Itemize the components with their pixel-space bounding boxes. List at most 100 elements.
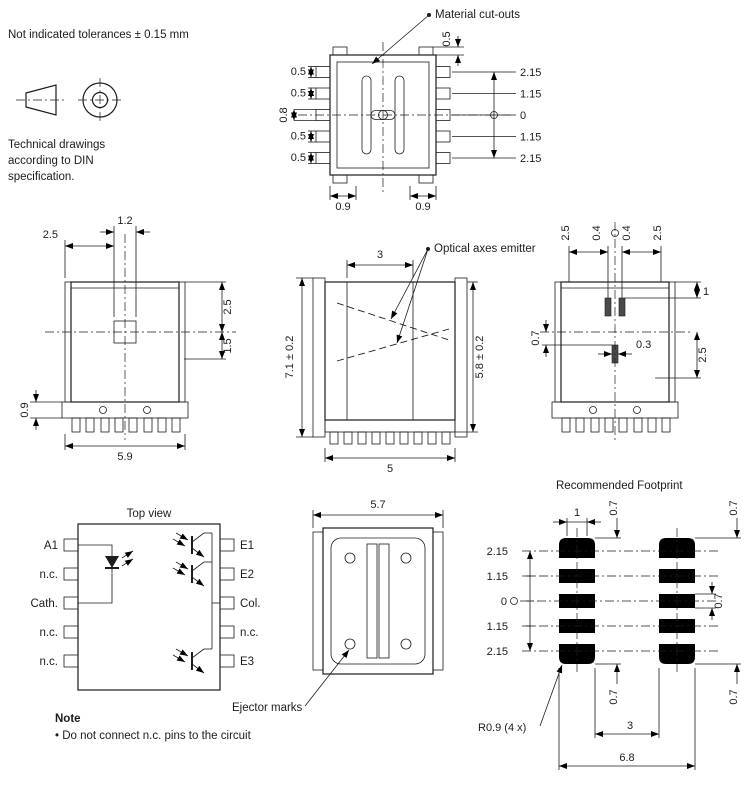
lead-comb <box>329 431 451 445</box>
footer-note: Note • Do not connect n.c. pins to the c… <box>55 713 252 742</box>
led-symbol <box>78 544 134 604</box>
dim-label: 5.8 ± 0.2 <box>474 336 486 379</box>
dim-label: 0.4 <box>591 225 603 240</box>
footprint-view: Recommended Footprint <box>478 480 741 770</box>
dim-label: 0.5 <box>441 31 453 46</box>
dim-label: 7.1 ± 0.2 <box>284 336 296 379</box>
dim-label: 1.15 <box>487 621 508 633</box>
dim-label: 0.5 <box>291 131 306 143</box>
pin-label: Cath. <box>31 598 59 610</box>
optical-axis-line <box>336 328 450 362</box>
dim-label: 2.15 <box>520 67 541 79</box>
datum-circle <box>510 597 518 605</box>
dim-label: 2.15 <box>520 153 541 165</box>
ejector-mark <box>344 552 356 564</box>
lead-comb <box>71 417 181 433</box>
dim-label: 0.7 <box>608 689 620 704</box>
lead-comb <box>561 417 671 433</box>
dim-label: 0.7 <box>728 689 740 704</box>
dim-label: 0.5 <box>291 88 306 100</box>
ejector-mark <box>400 552 412 564</box>
side-view-left: 2.5 1.2 2.5 1.5 0.9 5.9 <box>19 215 236 463</box>
bottom-view: 5.7 Ejector marks <box>232 499 444 714</box>
pin-label: E3 <box>240 656 254 668</box>
datum-circle <box>490 111 498 119</box>
ejector-mark <box>344 638 356 650</box>
dim-label: 0.8 <box>278 107 290 122</box>
emitter-chip <box>604 297 612 317</box>
material-cutouts-label: Material cut-outs <box>435 9 520 21</box>
radius-label: R0.9 (4 x) <box>478 722 526 734</box>
pin-label: n.c. <box>39 656 58 668</box>
dim-label: 0.9 <box>415 201 430 213</box>
dim-label: 2.5 <box>222 299 234 314</box>
emitter-chip <box>618 297 626 317</box>
dim-label: 0 <box>501 596 507 608</box>
dim-label: 0.7 <box>530 330 542 345</box>
pinout-diagram: Top view A1 n.c. Cath. n.c. n.c. E1 E2 C… <box>31 508 260 691</box>
top-view-title: Top view <box>127 508 172 520</box>
dim-label: 5.9 <box>117 451 132 463</box>
dim-label: 0.4 <box>621 225 633 240</box>
dimension-5-7: 5.7 <box>312 499 444 528</box>
header-notes: Not indicated tolerances ± 0.15 mm Techn… <box>8 29 189 183</box>
ejector-marks-leader: Ejector marks <box>232 649 350 714</box>
phototransistor-symbol <box>172 532 212 558</box>
phototransistor-symbol <box>172 648 212 674</box>
pin-labels-right: E1 E2 Col. n.c. E3 <box>240 540 260 668</box>
front-view: Optical axes emitter 3 7.1 ± 0.2 5.8 ± 0… <box>284 243 536 475</box>
ejector-mark <box>400 638 412 650</box>
dim-label: 0.5 <box>291 66 306 78</box>
dimensions: 3 7.1 ± 0.2 5.8 ± 0.2 5 <box>284 249 486 475</box>
din-note-line2: according to DIN <box>8 155 94 167</box>
dim-label: 0 <box>520 110 526 122</box>
top-dimensions: 2.5 0.4 0.4 2.5 <box>560 225 664 298</box>
optical-axes-label: Optical axes emitter <box>434 243 536 255</box>
dim-label: 1 <box>703 286 709 298</box>
footprint-middle-dimension: 0.7 <box>695 582 725 620</box>
dim-label: 0.7 <box>713 593 725 608</box>
pin-label: n.c. <box>39 627 58 639</box>
pin-label: E1 <box>240 540 254 552</box>
material-cutouts-leader: Material cut-outs <box>371 9 520 65</box>
dim-label: 5.7 <box>370 499 385 511</box>
dim-label: 0.7 <box>728 500 740 515</box>
note-body: • Do not connect n.c. pins to the circui… <box>55 730 252 742</box>
side-dimensions: 1 2.5 0.7 0.3 <box>530 281 709 379</box>
dim-label: 3 <box>377 249 383 261</box>
dim-label: 0.3 <box>636 339 651 351</box>
dim-label: 5 <box>387 463 393 475</box>
dim-label: 1.5 <box>222 338 234 353</box>
note-title: Note <box>55 713 81 725</box>
dim-label: 6.8 <box>619 752 634 764</box>
ejector-marks-label: Ejector marks <box>232 702 303 714</box>
footprint-top-dimensions: 1 0.7 0.7 <box>553 500 741 539</box>
dim-label: 2.5 <box>560 225 572 240</box>
pin-labels-left: A1 n.c. Cath. n.c. n.c. <box>31 540 59 668</box>
dim-label: 1.2 <box>117 215 132 227</box>
phototransistor-symbol <box>172 561 212 587</box>
dim-label: 2.15 <box>487 646 508 658</box>
radius-leader: R0.9 (4 x) <box>478 664 563 734</box>
din-note-line3: specification. <box>8 171 74 183</box>
dim-label: 0.7 <box>608 500 620 515</box>
dim-label: 0.9 <box>335 201 350 213</box>
dim-label: 1.15 <box>520 132 541 144</box>
footprint-title: Recommended Footprint <box>556 480 683 492</box>
dim-label: 1 <box>574 507 580 519</box>
dim-label: 1.15 <box>487 571 508 583</box>
din-note-line1: Technical drawings <box>8 139 105 151</box>
pin-label: A1 <box>44 540 58 552</box>
optical-axis-line <box>336 302 450 341</box>
pin-label: E2 <box>240 569 254 581</box>
dim-label: 3 <box>627 720 633 732</box>
dim-label: 2.5 <box>652 225 664 240</box>
tolerance-note: Not indicated tolerances ± 0.15 mm <box>8 29 189 41</box>
bottom-dimensions: 0.9 0.9 <box>329 186 437 213</box>
datum-circle <box>611 229 619 237</box>
pin-label: Col. <box>240 598 260 610</box>
dim-label: 2.5 <box>697 347 709 362</box>
cutout-top-view: Material cut-outs 2.15 1.15 0 1.15 2.15 <box>278 9 541 213</box>
top-dimension: 0.5 <box>433 31 464 66</box>
